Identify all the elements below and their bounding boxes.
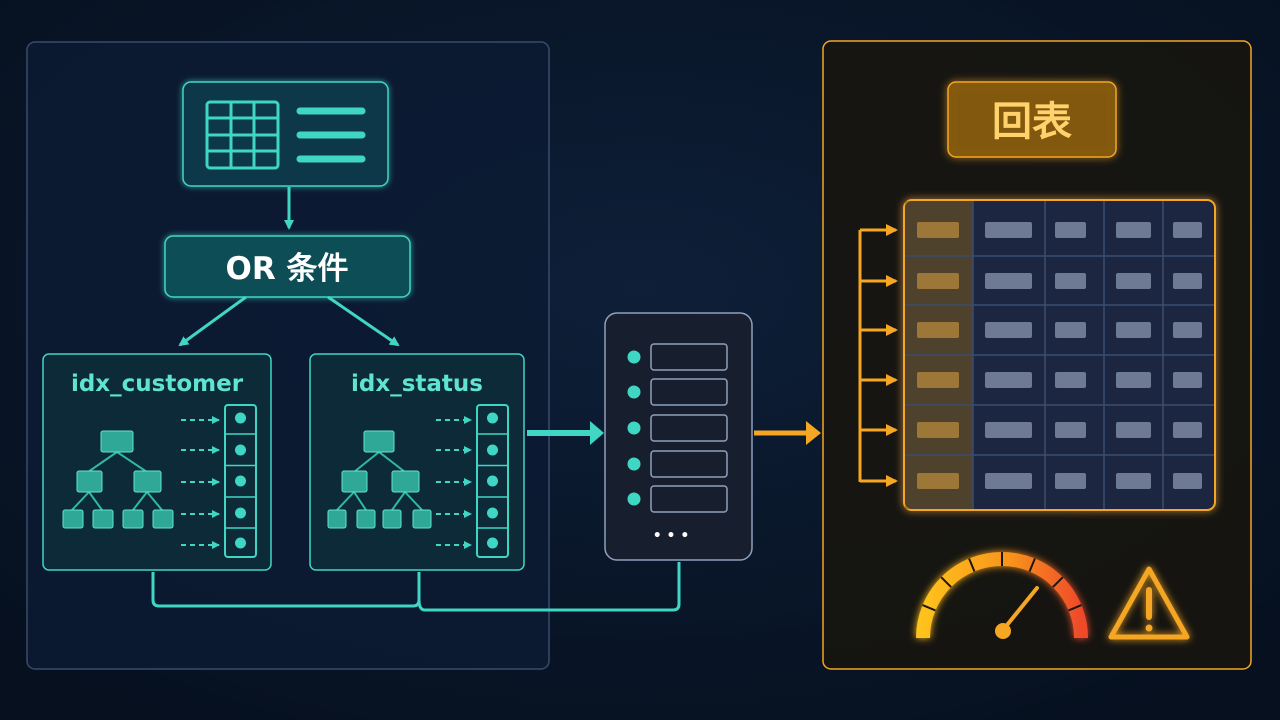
row-pointer-arrows [181,416,220,549]
gauge-tick [968,558,976,572]
cell-placeholder [1173,422,1202,438]
merged-row-slot [650,378,728,406]
or-condition-box: OR 条件 [164,235,411,298]
gauge-tick [1028,558,1036,572]
or-condition-label: OR 条件 [225,251,348,287]
merged-row-dot [627,457,641,471]
cell-placeholder [1116,473,1151,489]
merge-connector-right [417,562,681,612]
row-id-dot [487,537,498,549]
merged-row-slot [650,485,728,513]
warning-triangle-icon [1108,566,1190,640]
row-id-dot [235,444,246,456]
cell-placeholder [1173,222,1202,238]
cell-placeholder [985,473,1032,489]
merged-row-id-list: • • • [604,312,753,561]
row-id-dot [235,537,246,549]
cell-placeholder [1173,322,1202,338]
key-cell-placeholder [917,222,959,238]
row-id-dot [235,475,246,487]
cell-placeholder [1055,422,1086,438]
gauge-tick [1052,576,1064,588]
key-cell-placeholder [917,322,959,338]
row-id-dot [487,412,498,424]
cell-placeholder [985,322,1032,338]
cell-placeholder [985,422,1032,438]
cell-placeholder [1055,322,1086,338]
index-status-label: idx_status [351,371,483,397]
merged-row-slot [650,414,728,442]
row-id-dot [487,507,498,519]
cell-placeholder [1116,422,1151,438]
cell-placeholder [1116,322,1151,338]
row-id-list [224,404,257,558]
cell-placeholder [1116,222,1151,238]
cell-placeholder [1173,273,1202,289]
merged-row-slot [650,343,728,371]
merged-row-slot [650,450,728,478]
row-id-list [476,404,509,558]
cell-placeholder [1173,372,1202,388]
list-icon [296,107,366,163]
merged-row-dot [627,421,641,435]
lookup-table [903,199,1216,511]
key-cell-placeholder [917,422,959,438]
gauge-tick [940,576,952,588]
back-to-table-title: 回表 [992,99,1072,145]
row-id-dot [235,412,246,424]
table-grid-icon [205,100,280,170]
back-to-table-title-box: 回表 [947,81,1117,158]
btree-icon [327,430,432,529]
row-id-dot [235,507,246,519]
key-cell-placeholder [917,273,959,289]
cell-placeholder [1055,222,1086,238]
index-customer-label: idx_customer [71,371,244,397]
merged-row-dot [627,385,641,399]
cell-placeholder [1116,372,1151,388]
index-box-status: idx_status [309,353,525,571]
cell-placeholder [985,372,1032,388]
index-box-customer: idx_customer [42,353,272,571]
gauge-tick [1068,604,1082,612]
lookup-arrows [858,224,898,487]
arrow-head-icon [590,421,604,445]
merged-row-dot [627,492,641,506]
row-pointer-arrows [436,416,472,549]
cell-placeholder [1055,372,1086,388]
cell-placeholder [1173,473,1202,489]
gauge-tick [922,604,936,612]
row-id-dot [487,444,498,456]
arrow-or-to-idx-customer [178,295,247,347]
cell-placeholder [1055,273,1086,289]
cell-placeholder [1116,273,1151,289]
cell-placeholder [985,222,1032,238]
cell-placeholder [1055,473,1086,489]
key-cell-placeholder [917,372,959,388]
arrow-or-to-idx-status [327,295,400,347]
more-rows-ellipsis: • • • [653,528,690,544]
btree-icon [62,430,174,529]
source-table-card [182,81,389,187]
cell-placeholder [985,273,1032,289]
merged-row-dot [627,350,641,364]
arrow-head-icon [806,421,821,445]
key-cell-placeholder [917,473,959,489]
speedometer-gauge-icon [916,552,1088,639]
row-id-dot [487,475,498,487]
